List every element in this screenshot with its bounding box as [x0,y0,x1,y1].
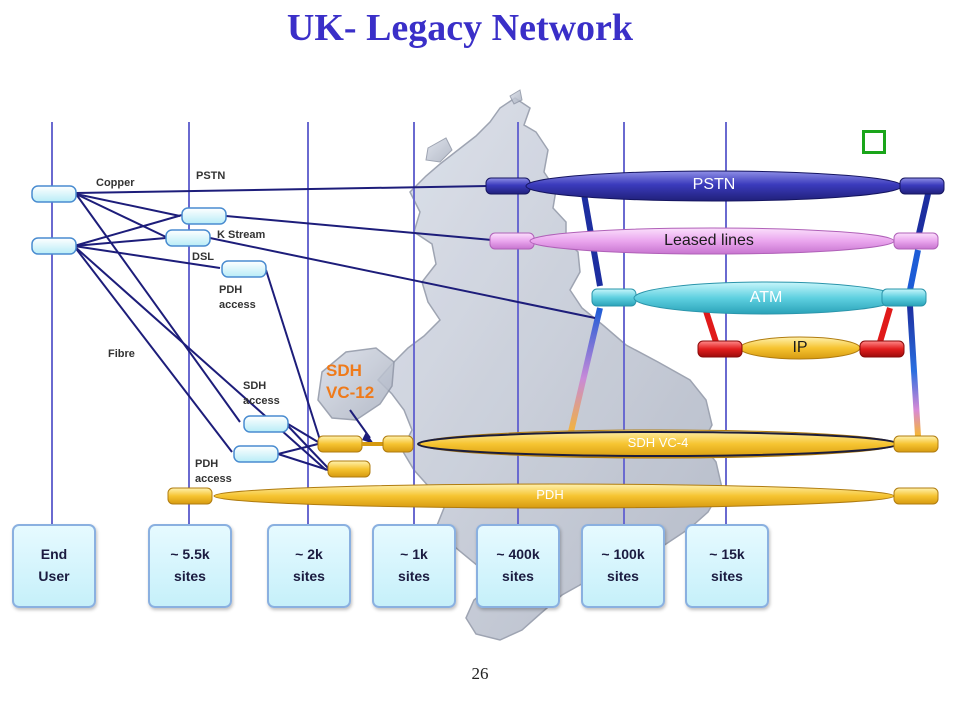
page-number: 26 [471,664,489,683]
sdh-node-vc12-lower [327,460,371,478]
atm-layer [591,281,927,315]
tier-box-end-user: End User [12,524,96,608]
access-nodes [31,185,289,463]
copper-label: Copper [96,177,135,189]
pdh-layer [167,483,939,509]
access-node-fibre [31,237,77,255]
sdh-access-label: SDH access [243,380,280,407]
sdh-vc4-layer-label: SDH VC-4 [627,435,689,450]
tier-box-400k-sites: ~ 400k sites [476,524,560,608]
layer-drops [567,193,931,437]
ip-node-left [697,340,743,358]
tier-box-2k-sites: ~ 2k sites [267,524,351,608]
access-node-pdh-upper [221,260,267,278]
pstn-layer-label: PSTN [692,176,736,193]
access-node-pstn [181,207,227,225]
atm-node-left [591,288,637,307]
sdh-node-left [382,435,414,453]
pdh-layer-label: PDH [536,487,564,502]
vc12-arrow [349,409,374,444]
fibre-label: Fibre [108,348,135,360]
tier-box-1k-sites: ~ 1k sites [372,524,456,608]
atm-layer-label: ATM [749,289,783,306]
pstn-node-left [485,177,531,195]
dsl-label: DSL [192,251,214,263]
sdh-node-vc12 [317,435,363,453]
access-node-k-stream [165,229,211,247]
pdh-access-upper-label: PDH access [219,284,256,311]
access-node-pdh-lower [233,445,279,463]
page-title: UK- Legacy Network [286,7,634,49]
access-node-copper [31,185,77,203]
sdh-node-right [893,435,939,453]
tier-box-100k-sites: ~ 100k sites [581,524,665,608]
pdh-access-lower-label: PDH access [195,458,232,485]
pstn-layer [485,170,945,202]
leased-lines-layer-label: Leased lines [664,232,754,249]
sdh-layer [317,429,939,478]
pstn-node-right [899,177,945,195]
ip-node-right [859,340,905,358]
atm-node-right [881,288,927,307]
sdh-vc12-label: SDH VC-12 [326,361,375,403]
tier-box-5-5k-sites: ~ 5.5k sites [148,524,232,608]
tier-box-15k-sites: ~ 15k sites [685,524,769,608]
access-node-sdh [243,415,289,433]
slide-marker-icon [862,130,886,154]
ip-layer [697,336,905,360]
k-stream-label: K Stream [217,229,266,241]
ip-layer-label: IP [792,339,808,356]
pdh-node-left [167,487,213,505]
leased-node-right [893,232,939,250]
pstn-access-label: PSTN [196,170,226,182]
pdh-node-right [893,487,939,505]
leased-lines-layer [489,227,939,255]
access-connections [73,185,596,471]
leased-node-left [489,232,535,250]
